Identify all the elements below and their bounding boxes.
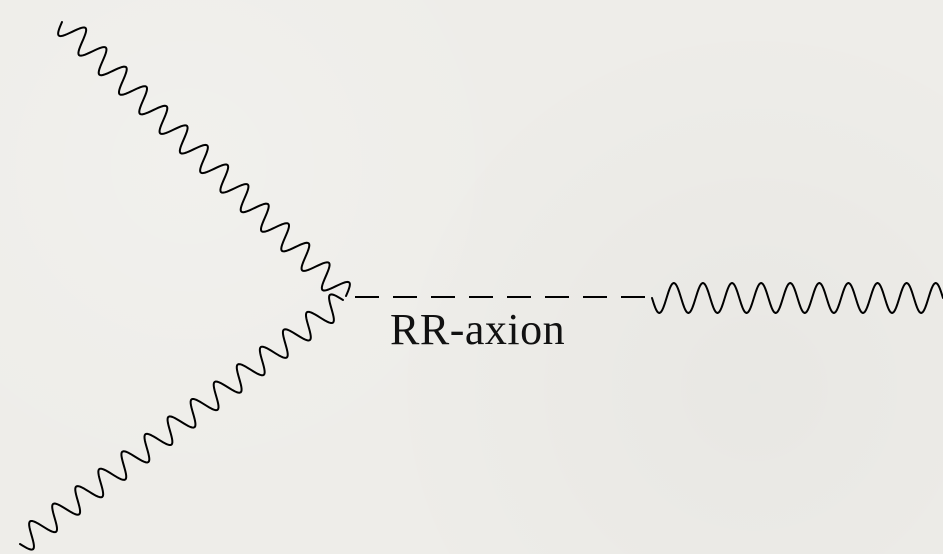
axion-label: RR-axion xyxy=(390,305,566,354)
photon-line-upper-left xyxy=(57,21,351,297)
photon-line-right xyxy=(651,282,943,314)
photon-line-lower-left xyxy=(19,293,344,551)
